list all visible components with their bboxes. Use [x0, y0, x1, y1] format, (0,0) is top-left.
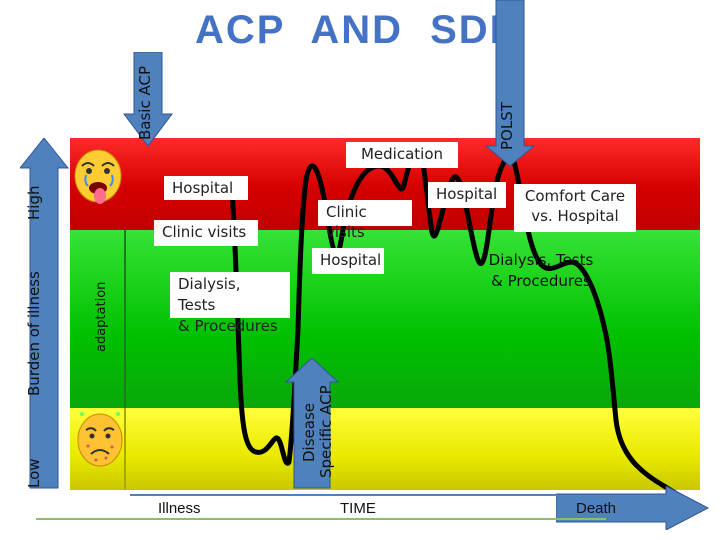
adaptation-label: adaptation: [94, 281, 109, 352]
disease-specific-acp-label-1: Disease: [300, 403, 318, 462]
comfort-care-line2: vs. Hospital: [531, 207, 619, 225]
clinic-visits-label-2: Clinic visits: [318, 200, 412, 241]
comfort-care-line1: Comfort Care: [524, 187, 626, 205]
high-label: High: [25, 185, 43, 220]
time-axis-line: [130, 494, 558, 496]
dialysis-label-2: Dialysis, Tests & Procedures: [484, 250, 598, 292]
sick-face-icon: [77, 412, 123, 467]
low-label: Low: [25, 458, 43, 488]
dialysis-2-line1: Dialysis, Tests: [488, 251, 594, 269]
clinic-visits-label-1: Clinic visits: [154, 220, 258, 246]
footer-line: [36, 518, 606, 520]
hospital-label-1: Hospital: [164, 176, 248, 200]
hospital-label-2: Hospital: [312, 248, 384, 274]
basic-acp-arrow: [123, 52, 173, 147]
comfort-care-label: Comfort Care vs. Hospital: [514, 184, 636, 232]
burden-arrow: [20, 138, 70, 489]
adaptation-divider: [124, 230, 126, 408]
time-label: TIME: [340, 500, 376, 517]
polst-arrow: [484, 0, 536, 167]
hospital-label-3: Hospital: [428, 182, 506, 208]
burden-of-illness-label: Burden of illness: [25, 271, 43, 396]
disease-specific-acp-label-2: Specific ACP: [317, 385, 335, 478]
medication-label: Medication: [346, 142, 458, 168]
disease-specific-acp-arrow: [284, 358, 340, 489]
distressed-face-icon: [74, 149, 122, 204]
polst-label: POLST: [498, 102, 516, 150]
death-label: Death: [576, 500, 617, 517]
yellow-divider: [124, 408, 126, 490]
dialysis-1-line1: Dialysis, Tests: [178, 275, 241, 314]
dialysis-2-line2: & Procedures: [491, 272, 591, 290]
dialysis-1-line2: & Procedures: [178, 317, 278, 335]
illness-label: Illness: [158, 500, 201, 517]
moderate-burden-zone: [70, 230, 700, 408]
low-burden-zone: [70, 408, 700, 490]
page-title: ACP AND SDM: [194, 8, 526, 52]
dialysis-label-1: Dialysis, Tests & Procedures: [170, 272, 290, 335]
basic-acp-label: Basic ACP: [136, 66, 154, 140]
